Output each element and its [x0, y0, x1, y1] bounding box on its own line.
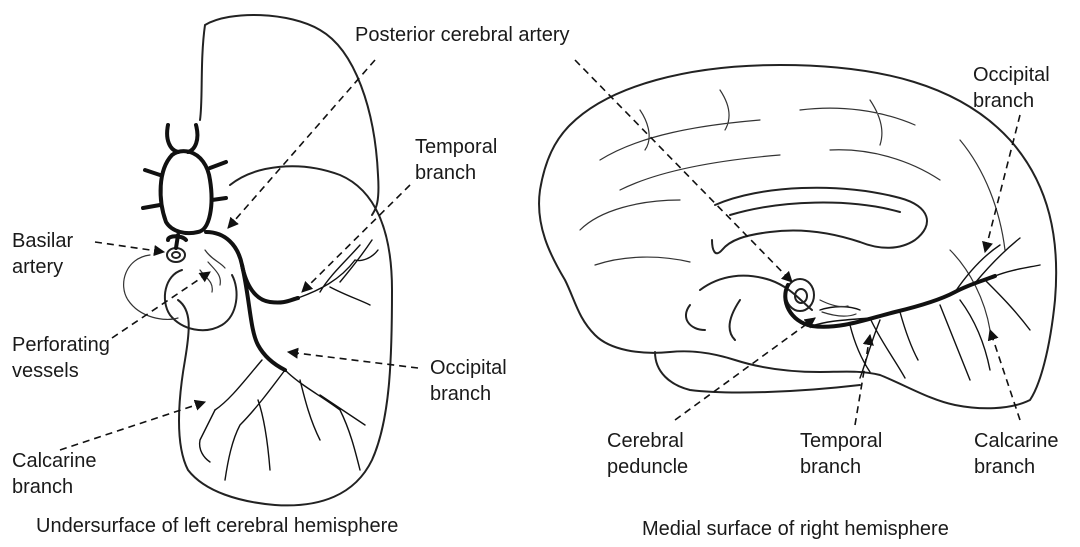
label-occipital-branch-left: Occipital branch: [430, 355, 507, 407]
caption-right: Medial surface of right hemisphere: [642, 518, 949, 541]
right-brain-outline: [539, 65, 1056, 408]
right-hemisphere-drawing: [539, 65, 1056, 408]
posterior-cerebral-artery-left: [206, 232, 298, 303]
leader-calcarine-left: [60, 402, 205, 450]
left-hemisphere-drawing: [124, 15, 392, 505]
midbrain-outline: [165, 270, 237, 330]
leader-posterior-cerebral-right: [575, 60, 792, 282]
label-basilar-artery: Basilar artery: [12, 228, 73, 280]
internal-carotid: [167, 125, 197, 152]
label-temporal-branch-left: Temporal branch: [415, 134, 497, 186]
label-occipital-branch-right: Occipital branch: [973, 62, 1050, 114]
label-cerebral-peduncle: Cerebral peduncle: [607, 428, 688, 480]
leader-posterior-cerebral-left: [228, 60, 375, 228]
leader-perforating: [112, 272, 210, 338]
right-leader-lines: [575, 60, 1020, 425]
caption-left: Undersurface of left cerebral hemisphere: [36, 515, 398, 538]
corpus-callosum: [712, 188, 927, 254]
label-temporal-branch-right: Temporal branch: [800, 428, 882, 480]
label-perforating-vessels: Perforating vessels: [12, 332, 110, 384]
leader-cerebral-peduncle: [675, 318, 815, 420]
circle-of-willis: [161, 151, 212, 233]
basilar-artery-section: [167, 248, 185, 262]
label-posterior-cerebral-artery: Posterior cerebral artery: [355, 22, 570, 48]
leader-temporal-left: [302, 185, 410, 292]
leader-occipital-left: [288, 352, 418, 368]
leader-basilar: [95, 242, 164, 252]
label-calcarine-branch-left: Calcarine branch: [12, 448, 96, 500]
posterior-cerebral-artery-right: [785, 276, 995, 327]
label-calcarine-branch-right: Calcarine branch: [974, 428, 1058, 480]
frontal-lobe-outline: [200, 15, 378, 215]
cerebral-peduncle-section: [786, 279, 814, 311]
